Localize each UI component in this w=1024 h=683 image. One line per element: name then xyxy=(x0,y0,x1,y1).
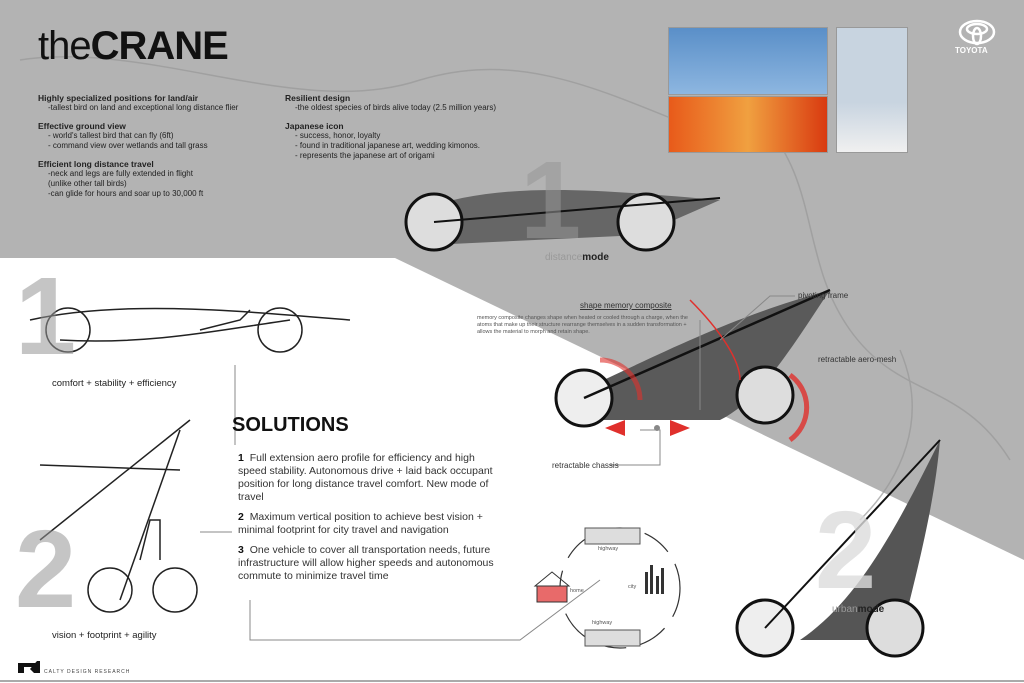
sketch-two-number: 2 xyxy=(15,508,77,631)
facts-right: Resilient design-the oldest species of b… xyxy=(285,93,496,160)
photo-crane-standing xyxy=(836,27,908,153)
solution-3: 3 One vehicle to cover all transportatio… xyxy=(238,544,494,582)
annotation-aero-mesh: retractable aero-mesh xyxy=(818,355,897,364)
transforming-vehicle xyxy=(554,288,831,443)
solutions-title: SOLUTIONS xyxy=(232,414,349,436)
sketch-one-number: 1 xyxy=(15,255,77,378)
leader-lines xyxy=(200,295,795,641)
cycle-home: home xyxy=(570,588,584,594)
cycle-highway-top: highway xyxy=(598,546,619,552)
solutions-list: 1 Full extension aero profile for effici… xyxy=(238,452,503,590)
urban-mode-number: 2 xyxy=(815,489,877,612)
distance-mode-number: 1 xyxy=(520,139,582,262)
urban-mode-label: urbanmode xyxy=(832,604,885,615)
travel-cycle-diagram xyxy=(533,527,681,649)
cycle-city: city xyxy=(628,584,637,590)
toyota-logo xyxy=(958,19,996,46)
facts-left: Highly specialized positions for land/ai… xyxy=(38,93,239,198)
brand-name: TOYOTA xyxy=(955,46,988,55)
sketch-two-caption: vision + footprint + agility xyxy=(52,630,157,641)
footer-org: CALTY DESIGN RESEARCH xyxy=(44,669,131,675)
annotation-shape-memory-desc: memory composite changes shape when heat… xyxy=(477,315,688,335)
annotation-chassis: retractable chassis xyxy=(552,461,619,470)
solution-1: 1 Full extension aero profile for effici… xyxy=(238,452,493,503)
annotation-shape-memory: shape memory composite xyxy=(580,301,672,310)
distance-mode-vehicle xyxy=(404,190,721,252)
distance-mode-label: distancemode xyxy=(545,252,609,263)
annotation-pivoting-frame: pivoting frame xyxy=(798,291,849,300)
photo-kimono-art xyxy=(668,96,828,153)
calty-logo xyxy=(18,661,40,673)
sketch-urban xyxy=(39,419,198,613)
sketch-distance xyxy=(29,307,351,353)
page-title: theCRANE xyxy=(38,24,229,68)
crane-sketch xyxy=(19,56,1011,521)
cycle-highway-bottom: highway xyxy=(592,620,613,626)
solution-2: 2 Maximum vertical position to achieve b… xyxy=(238,511,483,536)
photo-crane-flying xyxy=(668,27,828,95)
urban-mode-vehicle xyxy=(735,439,941,658)
sketch-one-caption: comfort + stability + efficiency xyxy=(52,378,177,389)
